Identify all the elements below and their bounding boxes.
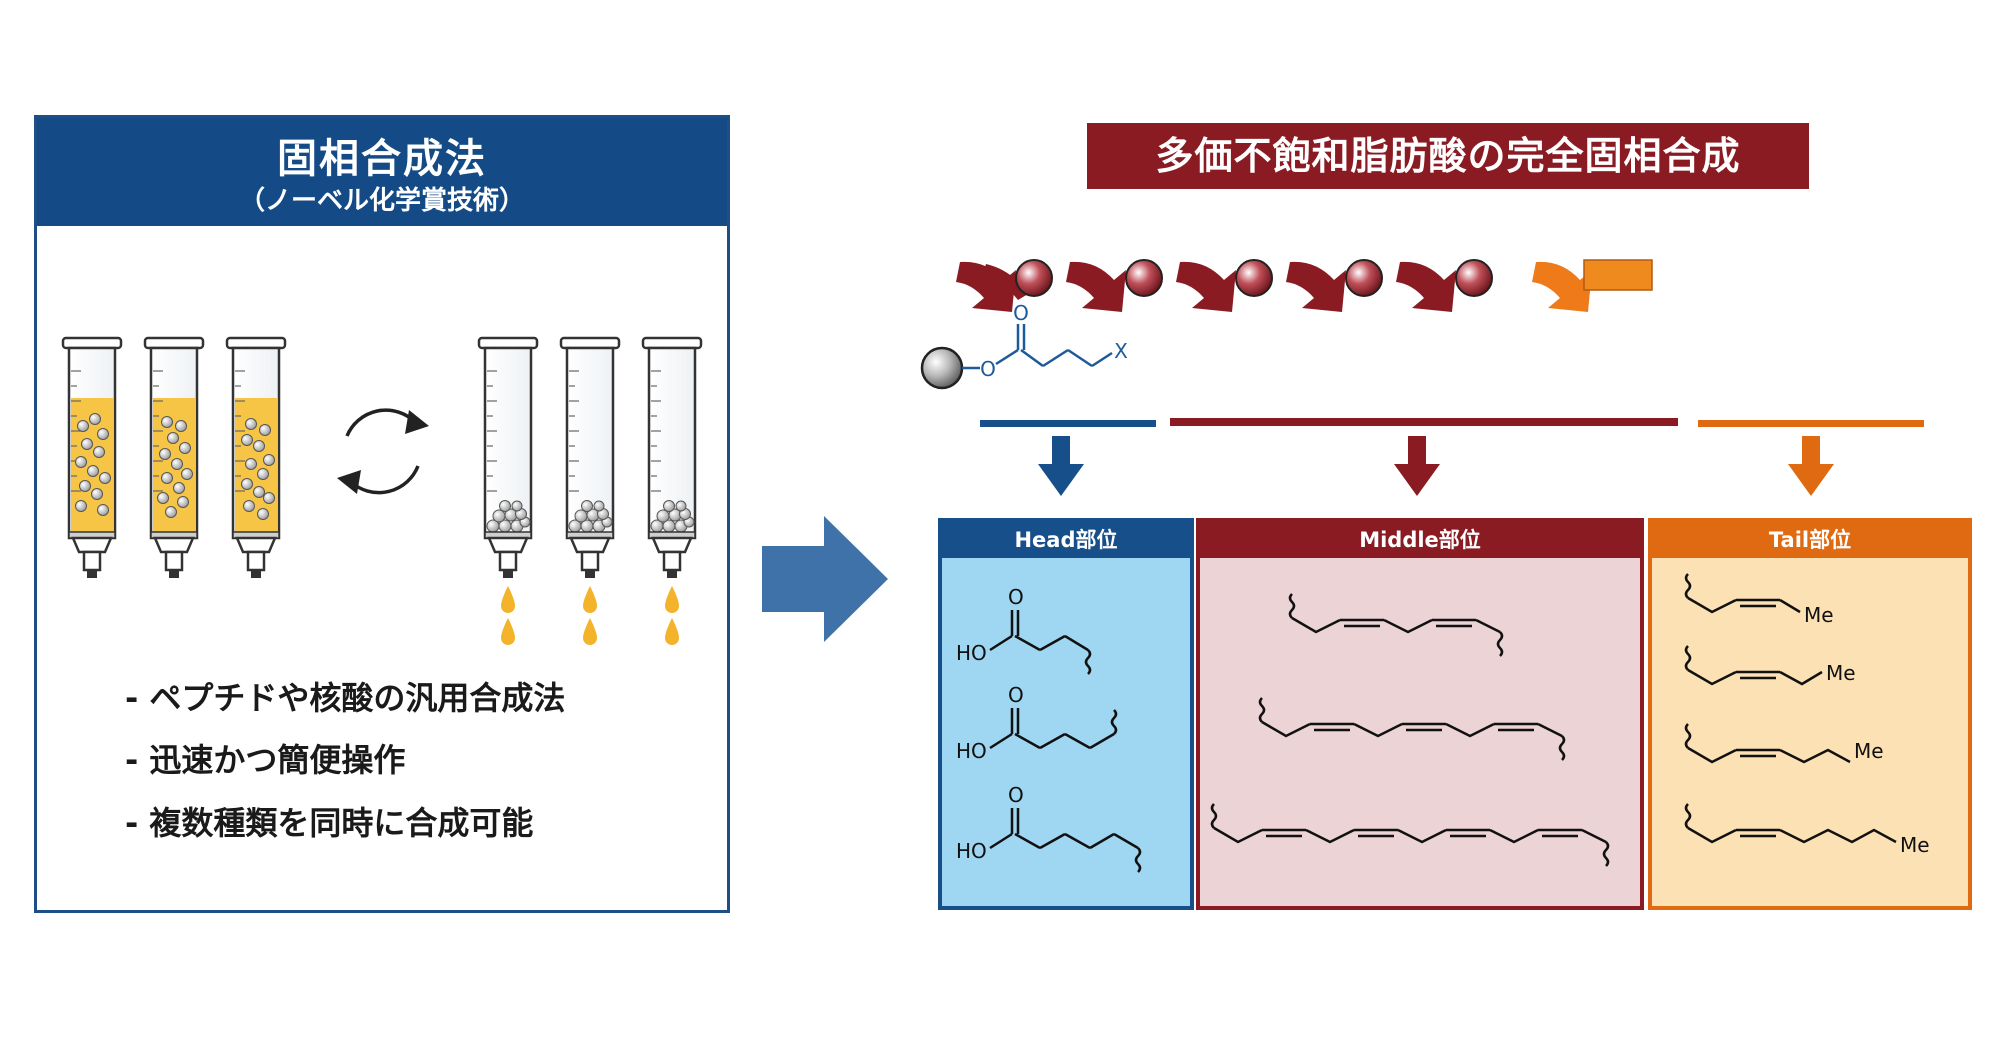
drained-tube-2 xyxy=(559,336,621,645)
tail-down-arrow-icon xyxy=(1788,436,1834,496)
resin-bead-icon xyxy=(920,346,964,390)
tail-reagent-arrow-icon xyxy=(1532,259,1653,312)
solid-phase-panel: 固相合成法 （ノーベル化学賞技術） xyxy=(34,115,730,913)
middle-part-box: Middle部位 xyxy=(1196,518,1644,910)
cycle-arrows-icon xyxy=(337,408,429,495)
head-2-acid-label: HO xyxy=(956,739,987,763)
left-panel-header: 固相合成法 （ノーベル化学賞技術） xyxy=(37,118,727,226)
reagent-arrow-icon xyxy=(1286,259,1383,312)
head-structures: HO O HO O HO O xyxy=(956,585,1142,873)
synthesis-scheme: O O X xyxy=(920,259,1924,496)
tail-1-terminal-label: Me xyxy=(1804,603,1834,627)
bullet-parallel-synthesis: - 複数種類を同時に合成可能 xyxy=(125,804,534,842)
tail-bracket xyxy=(1698,420,1924,427)
carbonyl-oxygen-label: O xyxy=(1013,301,1029,325)
head-down-arrow-icon xyxy=(1038,436,1084,496)
head-1-acid-label: HO xyxy=(956,641,987,665)
ester-oxygen-label: O xyxy=(980,357,996,381)
flow-arrow-icon xyxy=(762,516,888,642)
reagent-arrow-icon xyxy=(1176,259,1273,312)
middle-part-label: Middle部位 xyxy=(1200,522,1640,558)
reagent-arrow-icon xyxy=(956,259,1053,312)
leaving-group-label: X xyxy=(1114,339,1128,363)
tail-part-label: Tail部位 xyxy=(1652,522,1968,558)
middle-down-arrow-icon xyxy=(1394,436,1440,496)
head-3-acid-label: HO xyxy=(956,839,987,863)
tail-part-box: Tail部位 Me Me Me Me xyxy=(1648,518,1972,910)
middle-structures xyxy=(1210,593,1610,867)
reagent-arrow-icon xyxy=(1066,259,1163,312)
head-part-box: Head部位 HO O HO O HO O xyxy=(938,518,1194,910)
drained-tube-3 xyxy=(641,336,703,645)
tail-4-terminal-label: Me xyxy=(1900,833,1930,857)
reagent-arrow-icon xyxy=(1396,259,1493,312)
middle-bracket xyxy=(1170,418,1678,426)
filled-tube-2 xyxy=(143,336,205,578)
tail-3-terminal-label: Me xyxy=(1854,739,1884,763)
head-1-carbonyl-label: O xyxy=(1008,585,1024,609)
bullet-general-method: - ペプチドや核酸の汎用合成法 xyxy=(125,679,566,717)
head-3-carbonyl-label: O xyxy=(1008,783,1024,807)
left-panel-title: 固相合成法 xyxy=(277,136,487,182)
bullet-fast-simple: - 迅速かつ簡便操作 xyxy=(125,741,406,779)
resin-linker-structure: O O X xyxy=(920,301,1128,390)
head-part-label: Head部位 xyxy=(942,522,1190,558)
middle-reagent-arrows xyxy=(956,259,1493,312)
head-bracket xyxy=(980,420,1156,427)
tail-2-terminal-label: Me xyxy=(1826,661,1856,685)
filled-tube-3 xyxy=(225,336,287,578)
synthesis-illustration xyxy=(61,336,703,645)
drained-tube-1 xyxy=(477,336,539,645)
head-2-carbonyl-label: O xyxy=(1008,683,1024,707)
filled-tube-1 xyxy=(61,336,123,578)
right-panel-title: 多価不飽和脂肪酸の完全固相合成 xyxy=(1087,123,1809,189)
tail-structures: Me Me Me Me xyxy=(1684,573,1930,857)
left-panel-subtitle: （ノーベル化学賞技術） xyxy=(238,186,525,216)
